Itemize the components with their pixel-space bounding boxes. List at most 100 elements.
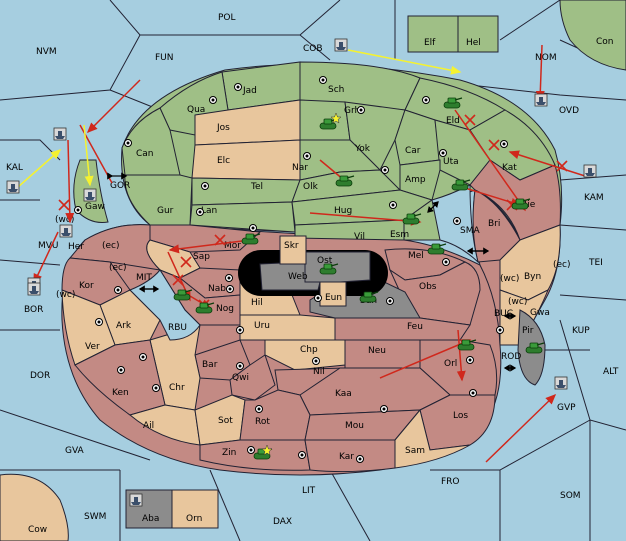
province-label-orl: Orl [444,359,457,369]
supply-center-dot [471,391,475,395]
tank-icon[interactable] [511,198,531,210]
support-arrow [83,124,94,187]
land-Kor[interactable] [61,257,131,306]
land-Tel[interactable] [191,177,301,206]
province-label-kat: Kat [502,163,517,173]
supply-center-dot [359,108,363,112]
province-label-ver: Ver [85,342,100,352]
land-Gur[interactable] [124,174,193,226]
sea-label-mit: MIT [136,273,152,283]
province-label-her: Her [68,242,84,252]
land-Amp[interactable] [399,159,441,201]
province-label-nar: Nar [292,163,308,173]
support-arrow [347,49,462,75]
land-Sam[interactable] [394,408,471,469]
province-label-sch: Sch [328,85,344,95]
supply-center-dot [236,85,240,89]
province-label-mou: Mou [345,421,364,431]
x-mark-icon [556,160,568,172]
tank-icon[interactable] [402,213,422,225]
province-label-car: Car [405,146,421,156]
tank-icon[interactable] [241,233,261,245]
land-Skr[interactable] [279,235,307,265]
order-arrow [86,79,141,134]
tank-icon[interactable] [335,175,355,187]
ship-icon[interactable] [583,164,597,178]
ship-icon[interactable] [534,93,548,107]
coast-label-kor-ec: (ec) [109,263,127,273]
province-label-ail: Ail [143,421,154,431]
supply-center-dot [388,299,392,303]
tank-icon[interactable] [359,291,379,303]
land-Orn[interactable] [171,489,219,529]
tank-icon[interactable] [457,339,477,351]
sea-label-bor: BOR [24,305,43,315]
land-Hel[interactable] [457,15,499,53]
supply-center-dot [126,141,130,145]
province-label-vil: Vil [354,232,365,242]
tank-icon[interactable] [173,289,193,301]
land-Kar[interactable] [304,439,396,473]
supply-center-dot [238,328,242,332]
province-label-los: Los [453,411,468,421]
supply-center-dot [382,407,386,411]
land-Ost[interactable] [304,251,371,283]
land-Chp[interactable] [264,339,346,371]
ship-icon[interactable] [554,376,568,390]
land-Yok[interactable] [344,101,406,171]
province-label-kor: Kor [79,281,94,291]
sea-label-alt: ALT [603,367,619,377]
ship-icon[interactable] [27,282,41,296]
province-label-kar: Kar [339,452,354,462]
sea-label-cob: COB [303,44,323,54]
ship-icon[interactable] [6,180,20,194]
land-Con[interactable] [559,0,626,71]
ship-icon[interactable] [334,38,348,52]
ship-icon[interactable] [53,127,67,141]
x-mark-icon [464,114,476,126]
province-label-neu: Neu [368,346,386,356]
tank-icon[interactable] [443,97,463,109]
order-arrow [485,393,557,463]
sea-label-dax: DAX [273,517,292,527]
province-label-olk: Olk [303,182,319,192]
province-label-pir: Pir [522,326,534,336]
sea-label-mvu: MVU [38,241,59,251]
sea-label-rod: ROD [501,352,521,362]
support-arrow [17,149,62,188]
province-label-hil: Hil [251,298,263,308]
land-Elc[interactable] [191,139,301,181]
tank-icon[interactable] [319,263,339,275]
ship-icon[interactable] [83,188,97,202]
province-label-mor: Mor [224,241,241,251]
province-label-hug: Hug [334,206,352,216]
province-label-jos: Jos [216,123,230,133]
land-Eun[interactable] [319,281,347,307]
sea-label-rbu: RBU [168,323,187,333]
land-Cow[interactable] [0,473,69,541]
ship-icon[interactable] [129,493,143,507]
ship-icon[interactable] [59,224,73,238]
province-label-uru: Uru [254,321,270,331]
province-label-grh: Grh [344,106,360,116]
sea-label-ovd: OVD [559,106,579,116]
order-arrow [65,139,75,224]
province-label-ken: Ken [112,388,129,398]
supply-center-dot [358,457,362,461]
tank-icon[interactable] [427,243,447,255]
x-mark-icon [58,199,70,211]
supply-center-dot [257,407,261,411]
supply-center-dot [211,98,215,102]
tank-icon[interactable] [319,118,339,130]
sea-label-lit: LIT [302,486,316,496]
order-arrow [508,150,586,177]
sea-label-tei: TEI [588,258,603,268]
order-arrow [464,187,522,207]
supply-center-dot [300,453,304,457]
province-label-sot: Sot [218,416,233,426]
province-label-feu: Feu [407,322,423,332]
tank-icon[interactable] [195,302,215,314]
tank-icon[interactable] [525,342,545,354]
tank-icon[interactable] [451,179,471,191]
province-label-qua: Qua [187,105,205,115]
